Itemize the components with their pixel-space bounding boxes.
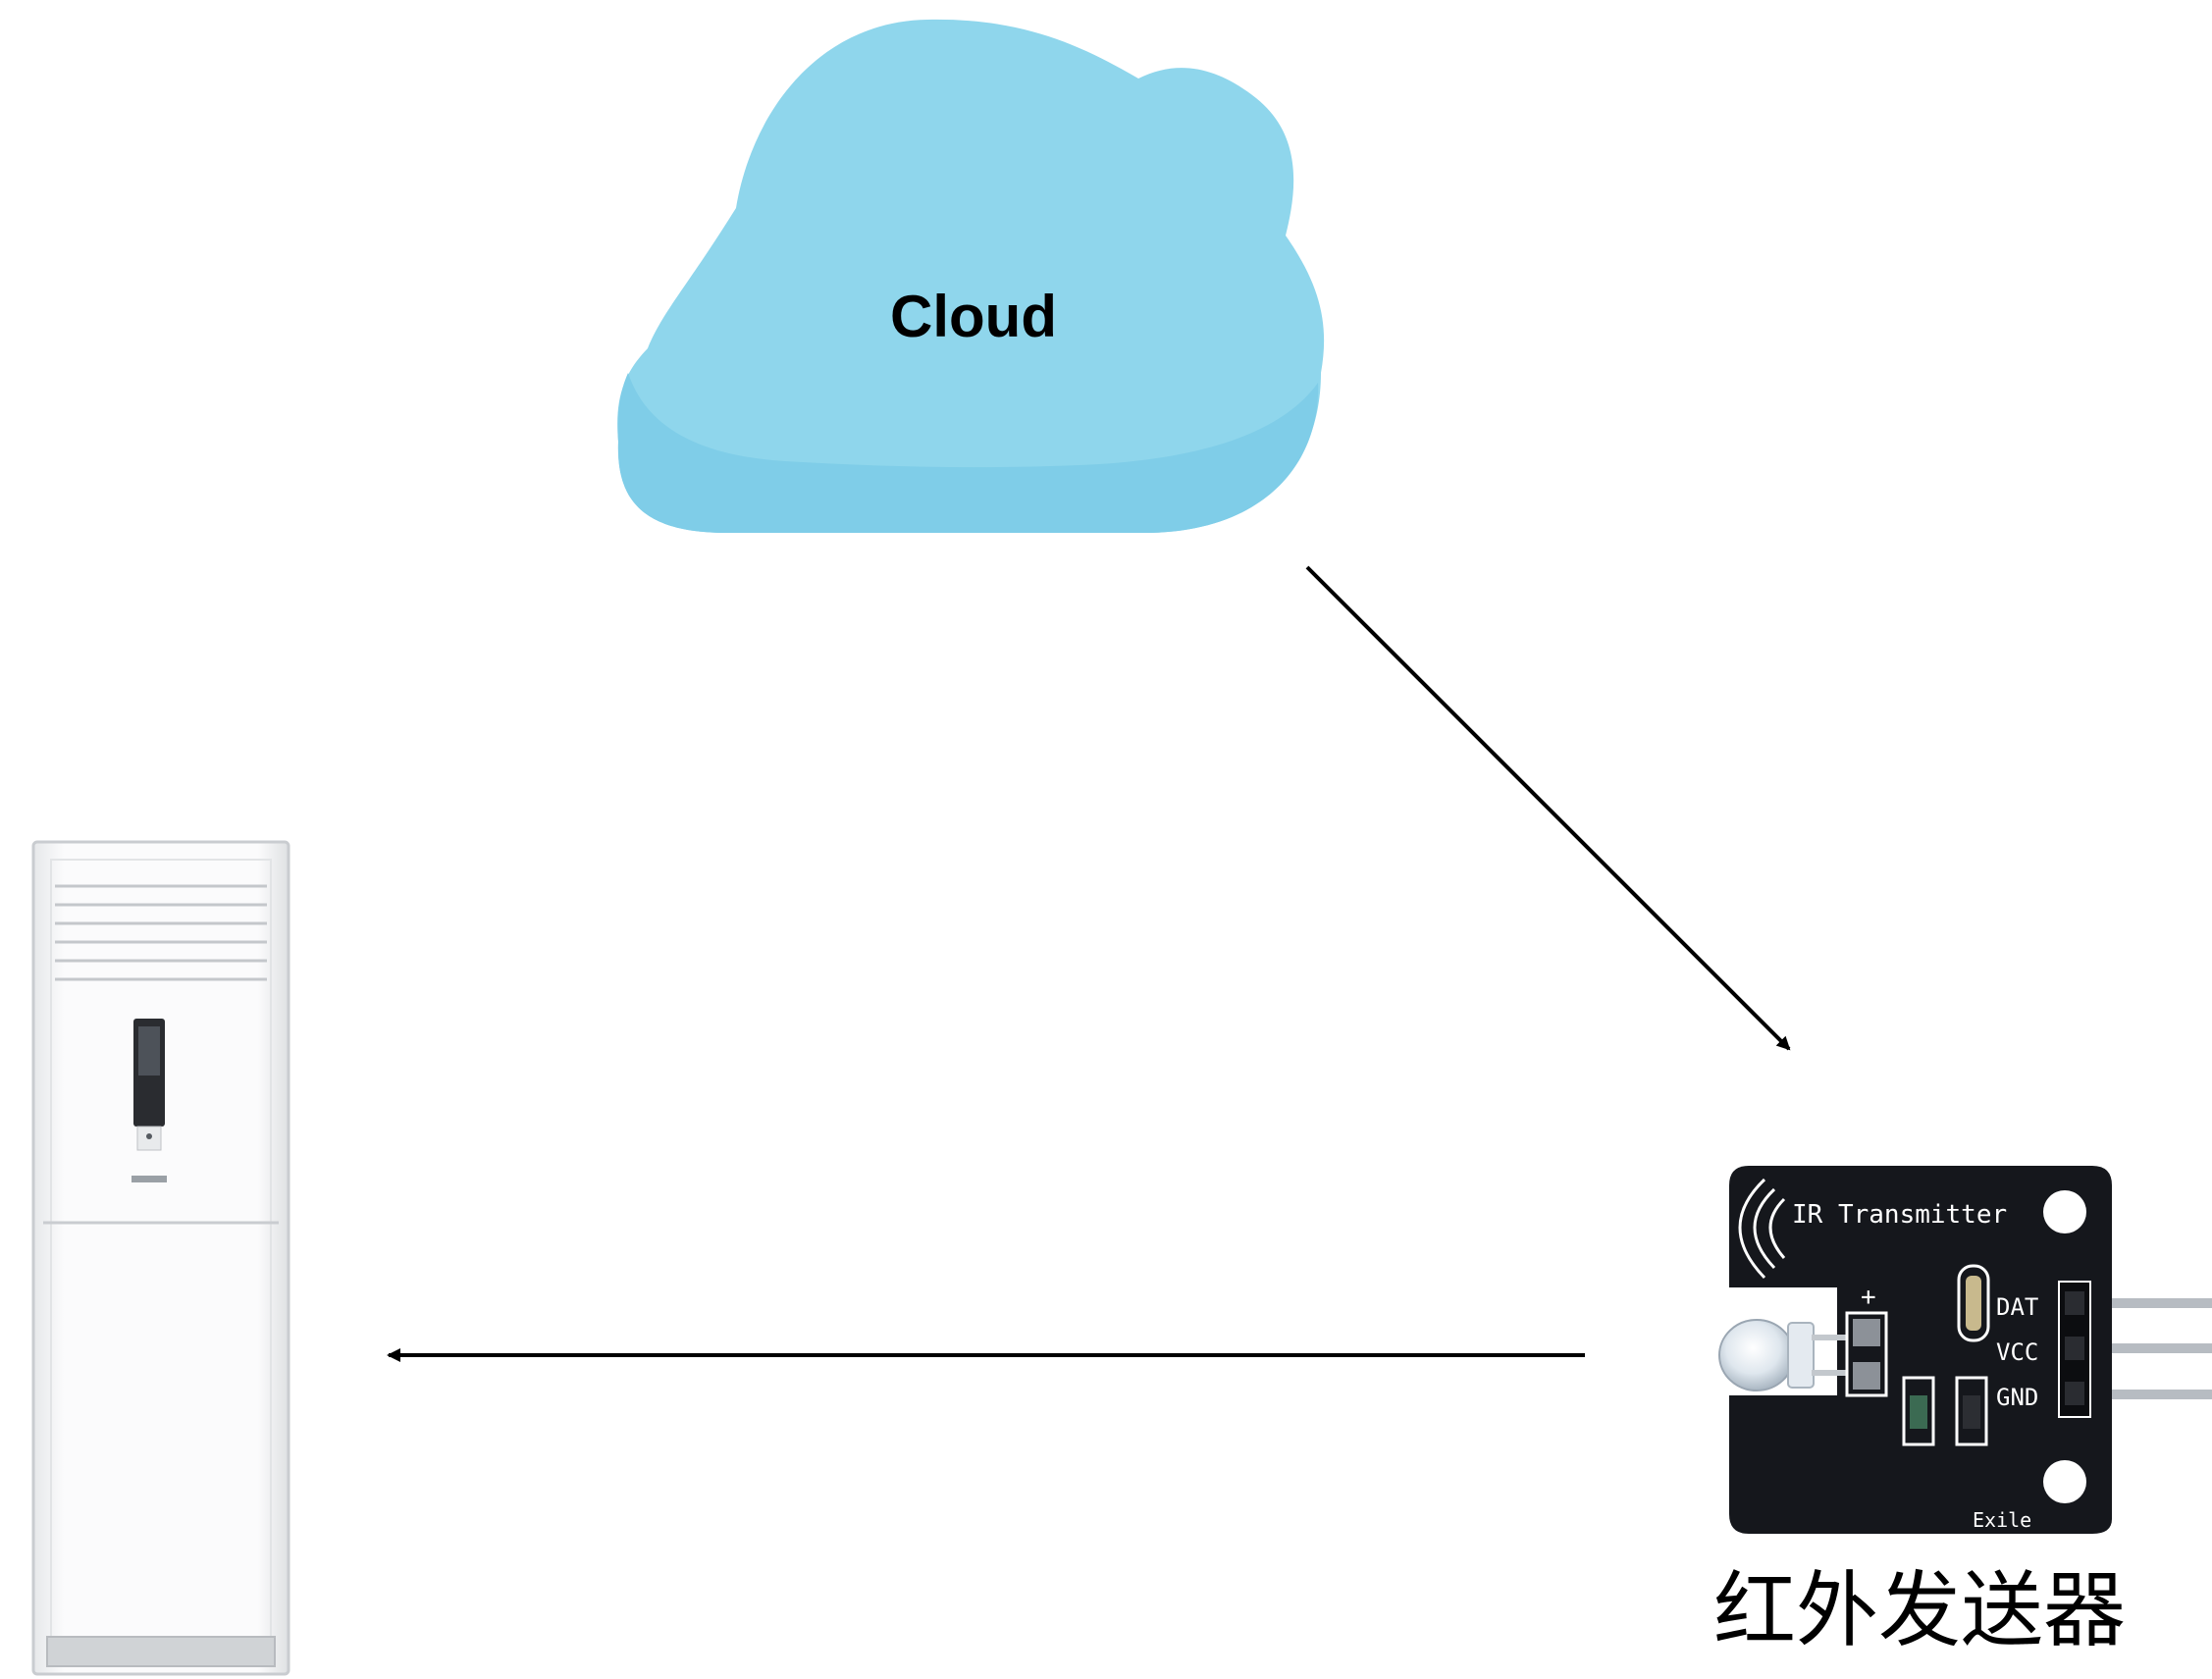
svg-text:+: + [1861,1283,1876,1312]
pcb-board [1729,1166,2112,1534]
ir-led [1718,1319,1795,1391]
ac-vent-louvres [55,884,267,981]
cloud-label: Cloud [890,284,1057,349]
ir-transmitter-module: IR Transmitter + DAT [1718,1166,2212,1534]
pin-label-vcc: VCC [1996,1338,2038,1366]
ac-logo [132,1176,167,1182]
pcb-board-title: IR Transmitter [1792,1200,2007,1230]
mounting-hole-top [2043,1190,2086,1233]
smd-resistor-right [1955,1376,1988,1446]
mounting-hole-bottom [2043,1460,2086,1503]
arrow-cloud-to-ir [1305,565,1791,1051]
air-conditioner [31,840,290,1676]
smd-led-component [1957,1264,1990,1342]
ac-base [46,1636,276,1667]
ac-display-screen [138,1026,160,1076]
pin-label-dat: DAT [1996,1293,2038,1321]
ac-indicator-light [146,1133,152,1139]
cloud-shape [617,19,1325,534]
smd-resistor-left [1902,1376,1935,1446]
pin-label-gnd: GND [1996,1384,2038,1411]
ac-body [31,840,290,1676]
cloud-shade [617,373,1319,534]
header-pins [2071,1298,2212,1399]
ir-module-caption: 红外发送器 [1713,1562,2126,1658]
pin-header [2058,1281,2091,1418]
ir-signal-icon [1738,1178,1786,1280]
pcb-brand-label: Exile [1973,1508,2031,1532]
led-pads: + [1845,1283,1888,1397]
cloud-node: Cloud [617,19,1325,534]
ir-led-base [1787,1322,1815,1389]
